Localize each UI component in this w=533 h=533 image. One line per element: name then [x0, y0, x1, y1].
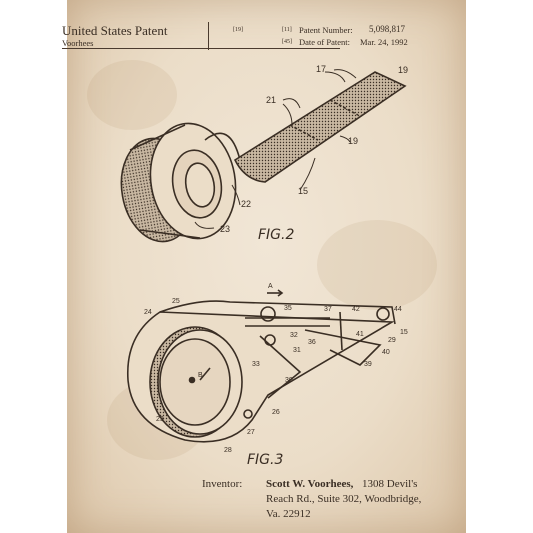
ref-29: 29	[388, 337, 396, 344]
fig3-label: FIG.3	[247, 452, 284, 468]
inventor-address-2: Reach Rd., Suite 302, Woodbridge,	[266, 493, 422, 505]
inventor-label: Inventor:	[202, 478, 243, 490]
ref-A: A	[268, 283, 273, 290]
title-ref: [19]	[233, 27, 243, 33]
ref-44: 44	[394, 306, 402, 313]
ref-17: 17	[316, 64, 326, 74]
ref-23: 23	[156, 416, 164, 423]
date-ref: [45]	[282, 39, 292, 45]
ref-19: 19	[398, 65, 408, 75]
fig3-dispenser	[126, 289, 396, 443]
ref-23: 23	[220, 224, 230, 234]
inventor-name: Scott W. Voorhees,	[266, 478, 354, 490]
ref-42: 42	[352, 306, 360, 313]
ref-27: 27	[247, 429, 255, 436]
ref-36: 36	[308, 339, 316, 346]
date-label: Date of Patent:	[299, 37, 350, 47]
ref-B: B	[198, 372, 203, 379]
patent-number-value: 5,098,817	[369, 24, 405, 34]
ref-26: 26	[272, 409, 280, 416]
fig2-tape-strip	[233, 71, 407, 183]
ref-15: 15	[298, 186, 308, 196]
ref-35: 35	[284, 305, 292, 312]
ref-19b: 19	[348, 136, 358, 146]
paper-stain	[87, 60, 177, 130]
ref-22: 22	[241, 199, 251, 209]
date-value: Mar. 24, 1992	[360, 37, 408, 47]
ref-39: 39	[364, 361, 372, 368]
header-divider	[208, 22, 209, 50]
patent-title: United States Patent	[62, 23, 168, 38]
header-rule	[62, 48, 340, 49]
ref-25: 25	[172, 298, 180, 305]
ref-31: 31	[293, 347, 301, 354]
fig2-leaders	[194, 69, 357, 229]
inventor-address-3: Va. 22912	[266, 508, 311, 520]
patent-number-label: Patent Number:	[299, 25, 353, 35]
ref-28: 28	[224, 447, 232, 454]
inventor-address-1: 1308 Devil's	[362, 478, 418, 490]
ref-41: 41	[356, 331, 364, 338]
ref-32: 32	[290, 332, 298, 339]
ref-21: 21	[266, 95, 276, 105]
fig2-tape-roll	[120, 122, 241, 243]
ref-33: 33	[252, 361, 260, 368]
header-inventor: Voorhees	[62, 38, 94, 48]
ref-15: 15	[400, 329, 408, 336]
paper-stain	[317, 220, 437, 310]
ref-24: 24	[144, 309, 152, 316]
ref-40: 40	[382, 349, 390, 356]
ref-37: 37	[324, 306, 332, 313]
fig2-label: FIG.2	[258, 227, 295, 243]
patent-number-ref: [11]	[282, 27, 292, 33]
ref-30: 30	[285, 377, 293, 384]
